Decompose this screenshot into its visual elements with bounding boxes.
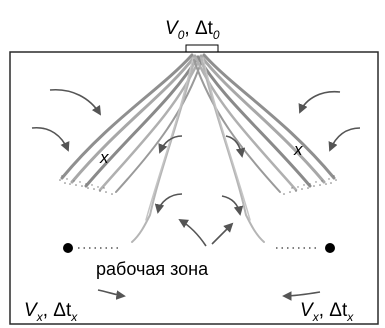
arrow-top-left xyxy=(49,89,102,116)
flow-arrows xyxy=(31,89,361,301)
arrow-top-right xyxy=(298,90,341,114)
arrow-zone-left xyxy=(178,219,207,247)
left-nozzle-dot xyxy=(63,243,73,253)
arrow-mid-left xyxy=(31,126,70,152)
side-nozzles xyxy=(63,243,335,253)
arrow-inner-right xyxy=(225,135,246,158)
chamber-frame xyxy=(9,51,379,325)
right-velocity-label: Vx, Δtx xyxy=(300,300,354,324)
arrow-inner-left xyxy=(158,135,183,154)
arrow-center-left xyxy=(154,193,183,214)
left-jet-mark: x xyxy=(99,148,109,167)
right-jet-mark: x xyxy=(293,140,303,159)
arrow-bottom-right xyxy=(282,291,321,301)
left-jet xyxy=(60,53,203,243)
arrow-zone-right xyxy=(211,222,234,245)
top-velocity-label: V0, Δt0 xyxy=(165,18,220,42)
arrow-mid-right xyxy=(328,127,361,152)
work-zone-label: рабочая зона xyxy=(96,259,209,279)
nozzle-bracket xyxy=(185,44,219,52)
arrow-bottom-left xyxy=(97,289,126,300)
right-nozzle-dot xyxy=(325,243,335,253)
arrow-center-right xyxy=(221,195,244,216)
left-velocity-label: Vx, Δtx xyxy=(24,300,78,324)
left-jet-spray xyxy=(59,175,113,195)
right-jet-spray xyxy=(283,175,337,195)
right-jet xyxy=(193,53,336,243)
